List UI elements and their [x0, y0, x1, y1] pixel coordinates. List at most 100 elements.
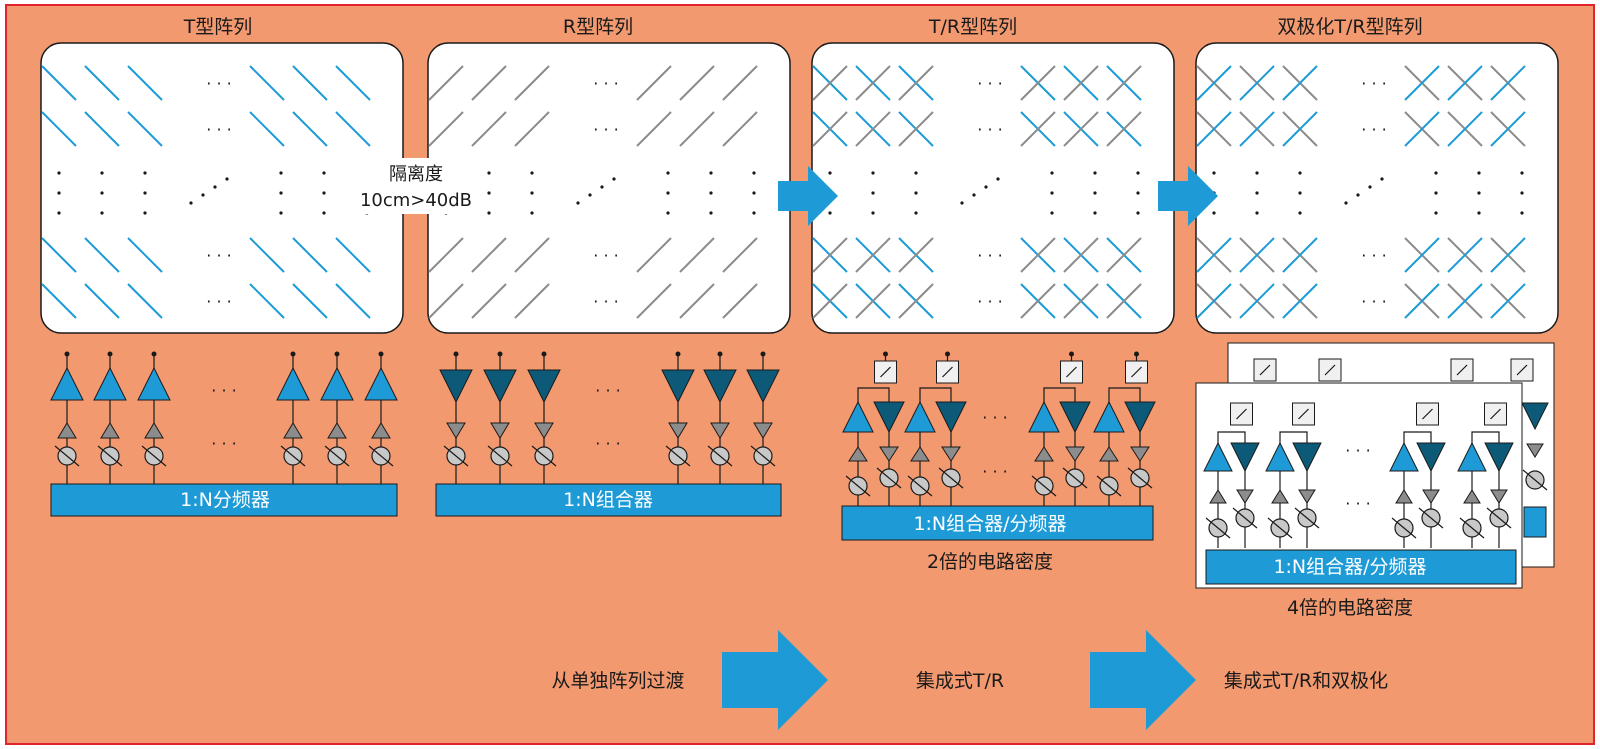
ellipsis-dots: · · · — [1361, 246, 1386, 265]
ellipsis-dot — [1050, 191, 1054, 195]
phase-shifter-arrow — [665, 445, 691, 467]
antenna-element-icon — [514, 237, 550, 273]
ellipsis-dot — [1520, 211, 1524, 215]
antenna-element-icon — [1282, 65, 1318, 101]
antenna-element-icon — [1404, 65, 1440, 101]
ellipsis-dots: · · · — [977, 292, 1002, 311]
ellipsis-dot — [828, 171, 832, 175]
ellipsis-dot — [1255, 211, 1259, 215]
switch-blade — [942, 366, 953, 378]
phase-shifter-arrow — [324, 445, 350, 467]
antenna-element-icon — [41, 237, 77, 273]
phase-shifter-arrow — [1459, 517, 1485, 539]
phase-shifter-arrow — [531, 445, 557, 467]
amplifier-icon — [1124, 401, 1156, 434]
antenna-element-icon — [41, 283, 77, 319]
phase-shifter-arrow — [1522, 469, 1548, 491]
phase-shifter-arrow — [1486, 507, 1512, 529]
antenna-element-icon — [292, 65, 328, 101]
ellipsis-dot — [1520, 191, 1524, 195]
phase-shifter-arrow — [443, 445, 469, 467]
ellipsis-dot — [1212, 211, 1216, 215]
antenna-element-icon — [471, 237, 507, 273]
antenna-element-icon — [636, 283, 672, 319]
ellipsis-dot — [972, 193, 976, 197]
t-array-title: T型阵列 — [183, 16, 253, 38]
ellipsis-dot — [57, 211, 61, 215]
ellipsis-dot — [1344, 201, 1348, 205]
ellipsis-dot — [1255, 171, 1259, 175]
antenna-element-icon — [1239, 111, 1275, 147]
ellipsis-dot — [57, 191, 61, 195]
phase-shifter-arrow — [1062, 467, 1088, 489]
ellipsis-dot — [279, 171, 283, 175]
ellipsis-dot — [709, 211, 713, 215]
amplifier-icon — [910, 446, 930, 462]
antenna-element-icon — [1020, 283, 1056, 319]
ellipsis-dots: · · · — [593, 246, 618, 265]
transition-step2: 集成式T/R — [916, 670, 1004, 692]
amplifier-icon — [1028, 400, 1060, 433]
divider-bar — [841, 505, 1154, 541]
phase-shifter-arrow — [1096, 475, 1122, 497]
phase-shifter-arrow — [876, 467, 902, 489]
ellipsis-dots: · · · — [1345, 494, 1370, 513]
antenna-element-icon — [84, 283, 120, 319]
arrow-right-icon — [1090, 630, 1196, 730]
ellipsis-dot — [666, 191, 670, 195]
ellipsis-dot — [1477, 191, 1481, 195]
amplifier-icon — [1059, 401, 1091, 434]
ellipsis-dot — [1136, 191, 1140, 195]
phase-shifter-arrow — [1127, 467, 1153, 489]
ellipsis-dot — [530, 171, 534, 175]
ellipsis-dot — [612, 177, 616, 181]
phase-shifter-arrow — [141, 445, 167, 467]
ellipsis-dot — [143, 171, 147, 175]
ellipsis-dot — [1136, 171, 1140, 175]
phase-shifter-arrow — [1031, 475, 1057, 497]
amplifier-icon — [661, 369, 695, 404]
antenna-port — [497, 351, 503, 357]
amplifier-icon — [1521, 402, 1549, 431]
ellipsis-dots: · · · — [977, 120, 1002, 139]
antenna-element-icon — [1196, 65, 1232, 101]
isolation-value: 10cm>40dB — [360, 190, 472, 211]
ellipsis-dot — [871, 171, 875, 175]
ellipsis-dots: · · · — [595, 381, 620, 400]
antenna-element-icon — [855, 283, 891, 319]
antenna-element-icon — [679, 65, 715, 101]
feed-line — [857, 387, 890, 400]
ellipsis-dots: · · · — [595, 434, 620, 453]
antenna-element-icon — [1282, 283, 1318, 319]
ellipsis-dot — [709, 191, 713, 195]
phase-shifter-arrow — [97, 445, 123, 467]
ellipsis-dot — [752, 211, 756, 215]
amplifier-icon — [941, 446, 961, 462]
amplifier-icon — [327, 422, 347, 439]
ellipsis-dot — [57, 171, 61, 175]
ellipsis-dot — [322, 191, 326, 195]
amplifier-icon — [935, 401, 967, 434]
antenna-element-icon — [898, 65, 934, 101]
antenna-element-icon — [1063, 111, 1099, 147]
amplifier-icon — [93, 366, 127, 401]
ellipsis-dot — [530, 211, 534, 215]
amplifier-icon — [848, 446, 868, 462]
antenna-port — [760, 351, 766, 357]
r-array-bar-label: 1:N组合器 — [563, 489, 653, 511]
arrow-right-icon — [722, 630, 828, 730]
ellipsis-dot — [666, 211, 670, 215]
antenna-element-icon — [514, 111, 550, 147]
ellipsis-dot — [100, 171, 104, 175]
tr-array-panel: · · ·· · ·· · ·· · · — [811, 42, 1175, 334]
ellipsis-dot — [914, 191, 918, 195]
ellipsis-dot — [530, 191, 534, 195]
r-array-title: R型阵列 — [563, 16, 633, 38]
ellipsis-dot — [914, 211, 918, 215]
ellipsis-dots: · · · — [977, 74, 1002, 93]
amplifier-icon — [1526, 443, 1544, 458]
ellipsis-dots: · · · — [206, 120, 231, 139]
antenna-element-icon — [1447, 65, 1483, 101]
ellipsis-dot — [189, 201, 193, 205]
divider-bar — [435, 483, 782, 517]
